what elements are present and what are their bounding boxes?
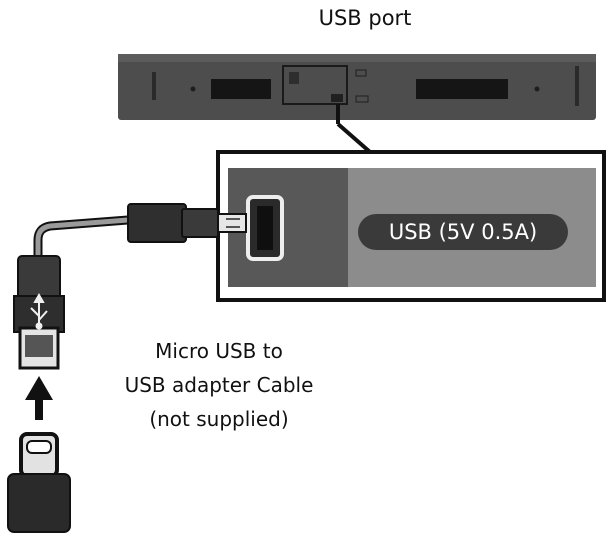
caption-line-3: (not supplied) (149, 407, 289, 431)
adapter-cable (33, 203, 247, 260)
arrow-up-icon (25, 376, 53, 420)
usb-port-label: USB port (318, 6, 412, 30)
cable-caption: Micro USB to USB adapter Cable (not supp… (74, 334, 364, 436)
usb-a-adapter-end (13, 255, 65, 370)
usb-spec-badge: USB (5V 0.5A) (358, 214, 568, 250)
soundbar-rear-panel (118, 54, 596, 120)
usb-trident-icon (30, 292, 48, 330)
caption-line-1: Micro USB to (155, 339, 283, 363)
callout-connector (336, 104, 372, 154)
usb-c-plug-icon (7, 432, 71, 533)
caption-line-2: USB adapter Cable (124, 373, 314, 397)
